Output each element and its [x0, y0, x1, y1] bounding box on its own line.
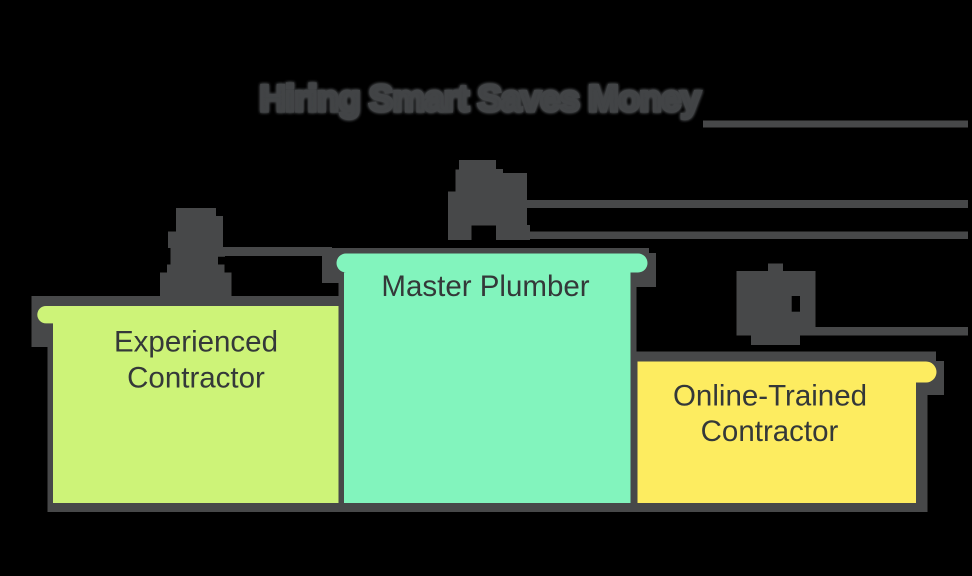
svg-text:Online-Trained: Online-Trained: [673, 380, 867, 413]
svg-text:Contractor: Contractor: [701, 415, 839, 448]
svg-text:Experienced: Experienced: [114, 326, 278, 359]
svg-text:Hiring Smart Saves Money: Hiring Smart Saves Money: [259, 78, 701, 119]
svg-text:Master Plumber: Master Plumber: [381, 270, 589, 303]
svg-text:Contractor: Contractor: [127, 362, 265, 395]
